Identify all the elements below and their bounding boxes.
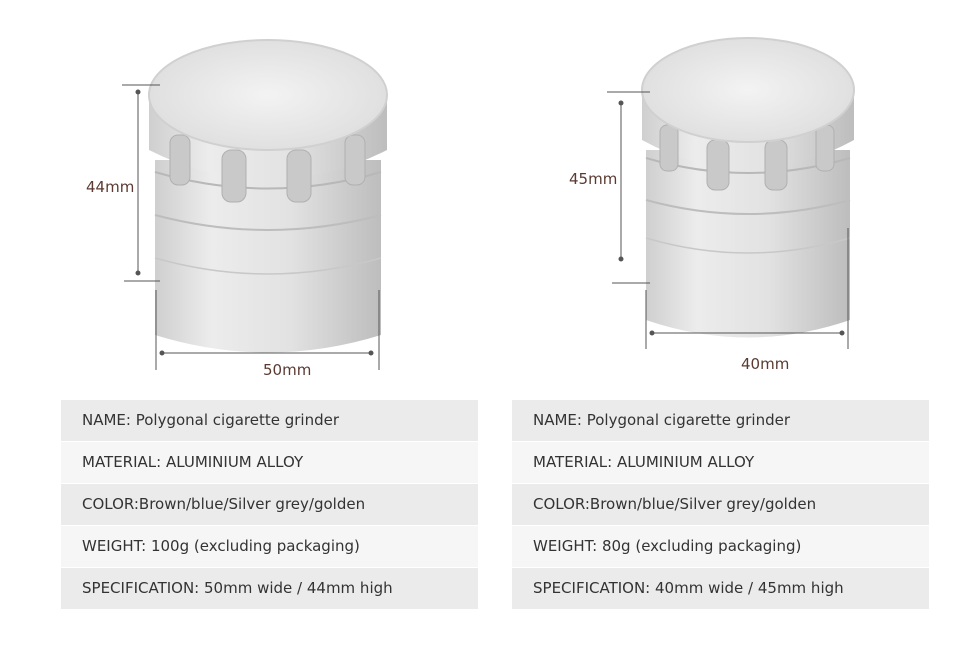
dimension-lines-right <box>607 91 849 349</box>
spec-material: MATERIAL: ALUMINIUM ALLOY <box>61 442 478 483</box>
spec-specification: SPECIFICATION: 50mm wide / 44mm high <box>61 568 478 609</box>
spec-color: COLOR:Brown/blue/Silver grey/golden <box>512 484 929 525</box>
dimension-lines-left <box>122 84 380 370</box>
spec-material: MATERIAL: ALUMINIUM ALLOY <box>512 442 929 483</box>
spec-table-left: NAME: Polygonal cigarette grinder MATERI… <box>61 400 478 610</box>
spec-weight: WEIGHT: 80g (excluding packaging) <box>512 526 929 567</box>
spec-weight: WEIGHT: 100g (excluding packaging) <box>61 526 478 567</box>
height-dimension-label-left: 44mm <box>86 178 135 196</box>
grinder-image-left <box>148 39 388 353</box>
spec-table-right: NAME: Polygonal cigarette grinder MATERI… <box>512 400 929 610</box>
height-dimension-label-right: 45mm <box>569 170 618 188</box>
spec-name: NAME: Polygonal cigarette grinder <box>512 400 929 441</box>
spec-name: NAME: Polygonal cigarette grinder <box>61 400 478 441</box>
spec-specification: SPECIFICATION: 40mm wide / 45mm high <box>512 568 929 609</box>
product-images <box>122 37 855 370</box>
spec-color: COLOR:Brown/blue/Silver grey/golden <box>61 484 478 525</box>
width-dimension-label-right: 40mm <box>741 355 790 373</box>
width-dimension-label-left: 50mm <box>263 361 312 379</box>
grinder-image-right <box>641 37 855 338</box>
